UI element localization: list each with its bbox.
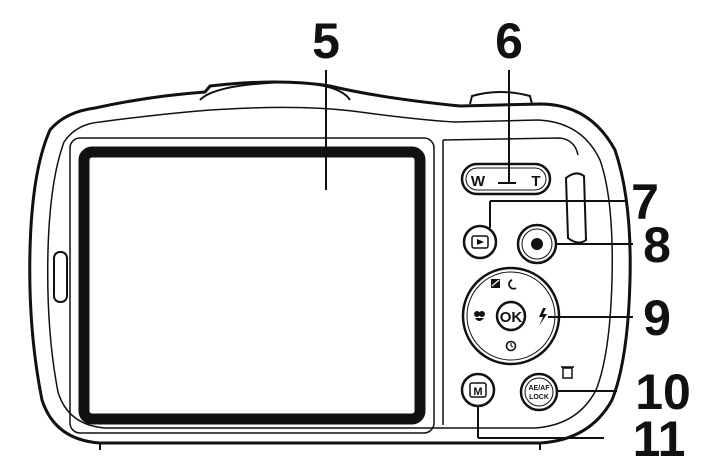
menu-button[interactable]: M [460, 372, 496, 408]
control-panel-outline [442, 137, 579, 425]
record-button[interactable] [516, 223, 558, 265]
exposure-compensation-icon [491, 279, 500, 288]
ok-dpad[interactable]: OK [461, 266, 561, 366]
callout-number-8: 8 [643, 217, 671, 273]
top-ridge [199, 80, 351, 101]
left-strap-lug [53, 251, 68, 303]
flash-icon [539, 308, 547, 326]
callout-number-11: 11 [633, 411, 686, 467]
lcd-screen-frame [78, 146, 426, 425]
ok-button[interactable] [495, 300, 527, 332]
trash-icon [561, 366, 574, 379]
right-strap-hook [564, 172, 588, 244]
callout-number-10: 10 [635, 364, 691, 420]
self-timer-icon [505, 340, 517, 352]
zoom-wide-label: W [471, 173, 486, 190]
play-icon [471, 235, 489, 249]
callout-number-6: 6 [495, 13, 523, 69]
lcd-screen-bezel [69, 137, 435, 434]
playback-button[interactable] [462, 224, 498, 260]
record-dot-icon [531, 238, 543, 250]
shutter-button-top [469, 91, 533, 105]
menu-icon [469, 382, 487, 398]
callout-number-5: 5 [312, 13, 340, 69]
callout-number-7: 7 [631, 174, 659, 230]
camera-body-inner-outline [46, 106, 613, 429]
ae-af-lock-button[interactable]: AE/AF LOCK [519, 372, 559, 412]
lock-label-line1: AE/AF [529, 385, 551, 392]
callout-number-9: 9 [643, 290, 671, 346]
macro-flower-icon [474, 311, 485, 321]
lock-label-line2: LOCK [529, 394, 549, 401]
menu-label: M [473, 386, 482, 398]
zoom-rocker[interactable]: W T [460, 162, 552, 196]
bottom-feet [99, 443, 541, 450]
zoom-tele-label: T [531, 173, 540, 190]
ok-label: OK [500, 309, 523, 326]
rotate-icon [508, 279, 517, 290]
